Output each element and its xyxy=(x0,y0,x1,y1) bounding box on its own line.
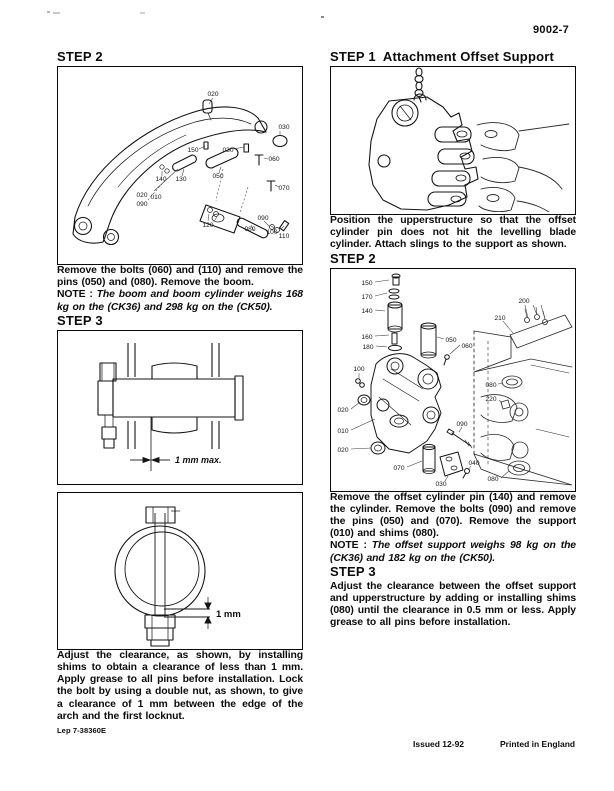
right-step2-note: NOTE : The offset support weighs 98 kg o… xyxy=(330,540,576,564)
right-step2-text: Remove the offset cylinder pin (140) and… xyxy=(330,491,576,540)
figure-pin-clearance: 1 mm max. xyxy=(57,329,303,485)
part-label: 220 xyxy=(485,396,496,403)
scan-artifact xyxy=(321,16,324,18)
right-step1-text: Position the upperstructure so that the … xyxy=(330,215,576,251)
part-label: 040 xyxy=(468,460,479,467)
boom-exploded-drawing: 020 030 030 150 060 140 130 050 070 020 … xyxy=(72,91,290,246)
left-step2-text: Remove the bolts (060) and (110) and rem… xyxy=(57,265,303,289)
form-number: Lep 7-38360E xyxy=(57,726,107,736)
note-text: The offset support weighs 98 kg on the (… xyxy=(330,540,576,564)
part-label: 200 xyxy=(518,298,529,305)
part-label: 020 xyxy=(136,192,147,199)
part-label: 150 xyxy=(361,280,372,287)
left-step2-heading: STEP 2 xyxy=(57,49,103,64)
offset-support-exploded-drawing: 150 170 140 160 180 100 020 010 020 070 … xyxy=(337,273,573,488)
left-step3-heading: STEP 3 xyxy=(57,312,103,328)
figure-offset-support-exploded: 150 170 140 160 180 100 020 010 020 070 … xyxy=(330,267,576,492)
part-label: 010 xyxy=(337,428,348,435)
part-label: 030 xyxy=(278,124,289,131)
footer-issued: Issued 12-92 xyxy=(413,739,465,749)
note-text: The boom and boom cylinder weighs 168 kg… xyxy=(57,289,303,313)
part-label: 030 xyxy=(222,147,233,154)
part-label: 090 xyxy=(456,421,467,428)
part-label: 170 xyxy=(361,294,372,301)
figure-boom-exploded: 020 030 030 150 060 140 130 050 070 020 … xyxy=(57,66,303,265)
pin-clearance-drawing: 1 mm max. xyxy=(97,342,244,471)
page-number: 9002-7 xyxy=(533,24,570,36)
right-step2-heading: STEP 2 xyxy=(330,250,376,266)
right-step3-heading: STEP 3 xyxy=(330,563,376,579)
offset-support-sling-drawing xyxy=(368,67,570,212)
left-column: STEP 2 xyxy=(57,50,303,735)
part-label: 080 xyxy=(244,226,255,233)
part-label: 100 xyxy=(353,366,364,373)
part-label: 020 xyxy=(207,91,218,98)
part-label: 020 xyxy=(337,447,348,454)
part-label: 130 xyxy=(175,176,186,183)
right-step1-heading: STEP 1 Attachment Offset Support xyxy=(330,49,555,64)
part-label: 080 xyxy=(485,382,496,389)
figure-offset-support-sling xyxy=(330,66,576,215)
part-label: 050 xyxy=(445,337,456,344)
note-label: NOTE : xyxy=(330,540,367,552)
part-label: 140 xyxy=(361,308,372,315)
scan-artifact xyxy=(140,12,145,14)
scan-artifact xyxy=(53,12,60,14)
part-label: 010 xyxy=(150,194,161,201)
part-label: 210 xyxy=(494,315,505,322)
note-label: NOTE : xyxy=(57,289,93,301)
part-label: 160 xyxy=(361,334,372,341)
left-step3-text: Adjust the clearance, as shown, by insta… xyxy=(57,649,303,722)
arch-locknut-drawing: 1 mm xyxy=(114,506,241,647)
part-label: 090 xyxy=(257,215,268,222)
part-label: 150 xyxy=(187,147,198,154)
part-label: 060 xyxy=(461,343,472,350)
part-label: 110 xyxy=(279,233,290,240)
part-label: 120 xyxy=(202,222,213,229)
left-step2-note: NOTE : The boom and boom cylinder weighs… xyxy=(57,289,303,313)
part-label: 050 xyxy=(212,173,223,180)
part-label: 180 xyxy=(362,344,373,351)
part-label: 100 xyxy=(266,229,277,236)
part-label: 060 xyxy=(268,156,279,163)
dimension-label: 1 mm max. xyxy=(175,455,222,465)
part-label: 090 xyxy=(136,201,147,208)
dimension-label: 1 mm xyxy=(216,609,241,620)
part-label: 080 xyxy=(487,476,498,483)
scan-artifact xyxy=(47,11,50,13)
part-label: 020 xyxy=(337,407,348,414)
footer-printed: Printed in England xyxy=(500,739,576,749)
figure-arch-locknut: 1 mm xyxy=(57,491,303,650)
part-label: 140 xyxy=(155,176,166,183)
right-step3-text: Adjust the clearance between the offset … xyxy=(330,580,576,629)
part-label: 030 xyxy=(435,481,446,488)
right-column: STEP 1 Attachment Offset Support xyxy=(330,50,576,630)
part-label: 070 xyxy=(278,185,289,192)
part-label: 070 xyxy=(393,465,404,472)
